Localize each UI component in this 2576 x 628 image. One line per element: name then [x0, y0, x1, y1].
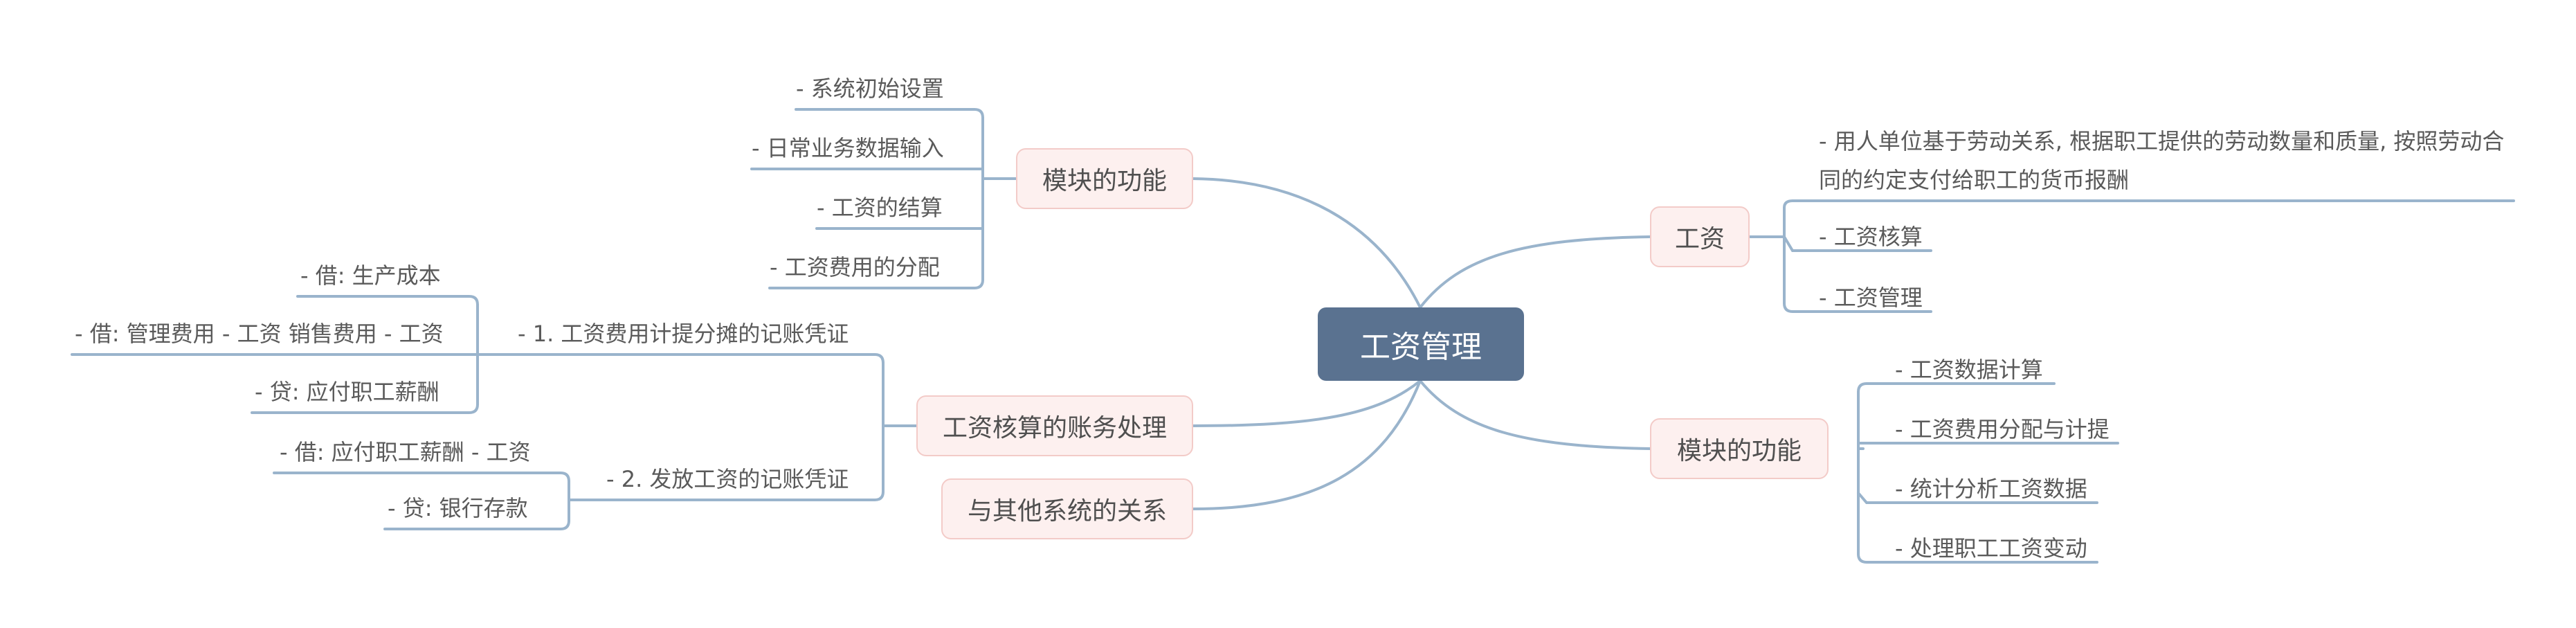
voucher-entry: - 借: 应付职工薪酬 - 工资	[280, 439, 531, 465]
module-left-item: - 工资的结算	[817, 195, 943, 221]
voucher-label: - 1. 工资费用计提分摊的记账凭证	[518, 321, 849, 347]
topic-salary[interactable]: 工资	[1650, 206, 1750, 267]
salary-definition: - 用人单位基于劳动关系, 根据职工提供的劳动数量和质量, 按照劳动合同的约定支…	[1819, 128, 2505, 193]
voucher-entry: - 借: 生产成本	[300, 262, 441, 289]
topic-module-functions-left[interactable]: 模块的功能	[1016, 148, 1193, 209]
root-topic[interactable]: 工资管理	[1318, 307, 1524, 381]
voucher-entry: - 借: 管理费用 - 工资 销售费用 - 工资	[75, 321, 444, 347]
salary-item-accounting: - 工资核算	[1819, 224, 1923, 250]
module-right-item: - 处理职工工资变动	[1895, 535, 2087, 562]
voucher-entry: - 贷: 应付职工薪酬	[255, 379, 439, 405]
module-left-item: - 系统初始设置	[796, 75, 944, 102]
module-left-item: - 工资费用的分配	[770, 254, 940, 280]
module-right-item: - 工资数据计算	[1895, 357, 2043, 383]
topic-accounting[interactable]: 工资核算的账务处理	[916, 395, 1193, 456]
topic-module-functions-right[interactable]: 模块的功能	[1650, 418, 1829, 479]
topic-relations[interactable]: 与其他系统的关系	[941, 478, 1193, 539]
salary-item-management: - 工资管理	[1819, 285, 1923, 311]
voucher-label: - 2. 发放工资的记账凭证	[606, 466, 849, 492]
voucher-entry: - 贷: 银行存款	[388, 495, 528, 521]
module-right-item: - 统计分析工资数据	[1895, 476, 2087, 502]
module-left-item: - 日常业务数据输入	[752, 135, 944, 161]
module-right-item: - 工资费用分配与计提	[1895, 416, 2110, 442]
